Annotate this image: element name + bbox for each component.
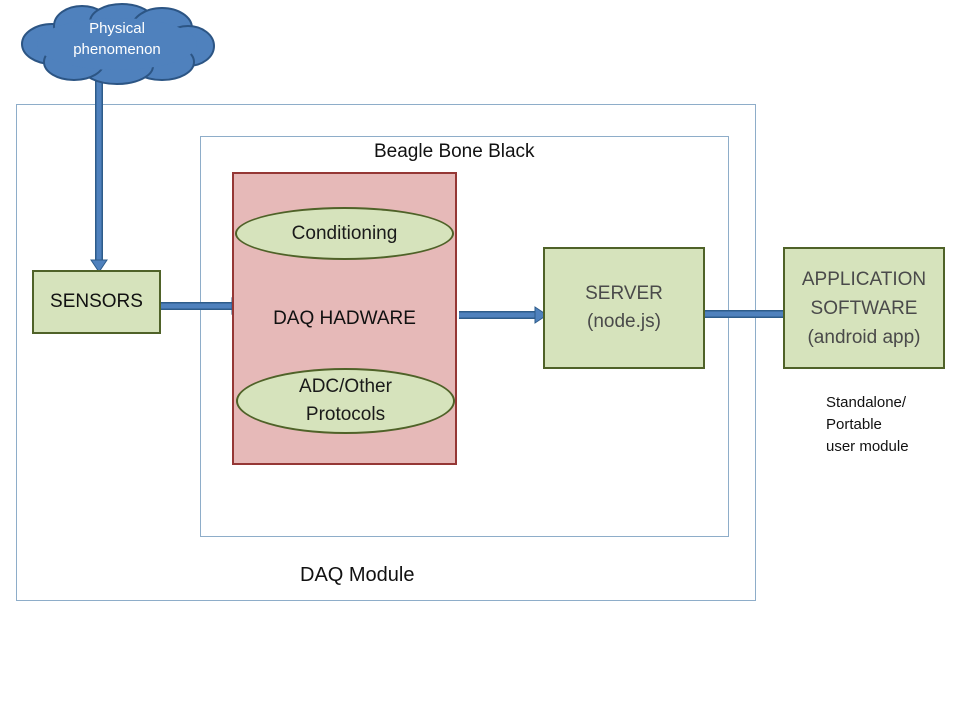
- conditioning-ellipse: Conditioning: [235, 207, 454, 260]
- daq-module-label: DAQ Module: [300, 564, 415, 586]
- beagle-bone-frame: [200, 136, 729, 537]
- sensors-label: SENSORS: [50, 291, 143, 312]
- application-label-line2: SOFTWARE: [810, 297, 918, 319]
- note-line2: Portable: [826, 416, 882, 433]
- arrow-daq-to-server: [459, 306, 548, 324]
- server-box: SERVER (node.js): [543, 247, 705, 369]
- application-label-line1: APPLICATION: [801, 268, 927, 290]
- sensors-box: SENSORS: [32, 270, 161, 334]
- standalone-note: Standalone/ Portable user module: [826, 392, 909, 458]
- adc-label-line1: ADC/Other: [299, 376, 392, 397]
- application-label-line3: (android app): [807, 326, 921, 348]
- cloud-label-line2: phenomenon: [73, 41, 161, 58]
- physical-phenomenon-cloud: [21, 3, 215, 85]
- arrow-cloud-to-sensors: [90, 80, 108, 273]
- server-label-line2: (node.js): [587, 311, 661, 332]
- daq-hardware-label: DAQ HADWARE: [273, 308, 416, 329]
- adc-label-line2: Protocols: [305, 404, 386, 425]
- note-line3: user module: [826, 438, 909, 455]
- cloud-label-line1: Physical: [89, 20, 145, 37]
- server-label-line1: SERVER: [585, 283, 663, 304]
- beagle-bone-label: Beagle Bone Black: [374, 141, 535, 162]
- daq-module-frame: [16, 104, 756, 601]
- conditioning-label: Conditioning: [291, 222, 398, 244]
- application-box: APPLICATION SOFTWARE (android app): [783, 247, 945, 369]
- adc-protocols-ellipse: ADC/Other Protocols: [236, 368, 455, 434]
- note-line1: Standalone/: [826, 394, 907, 411]
